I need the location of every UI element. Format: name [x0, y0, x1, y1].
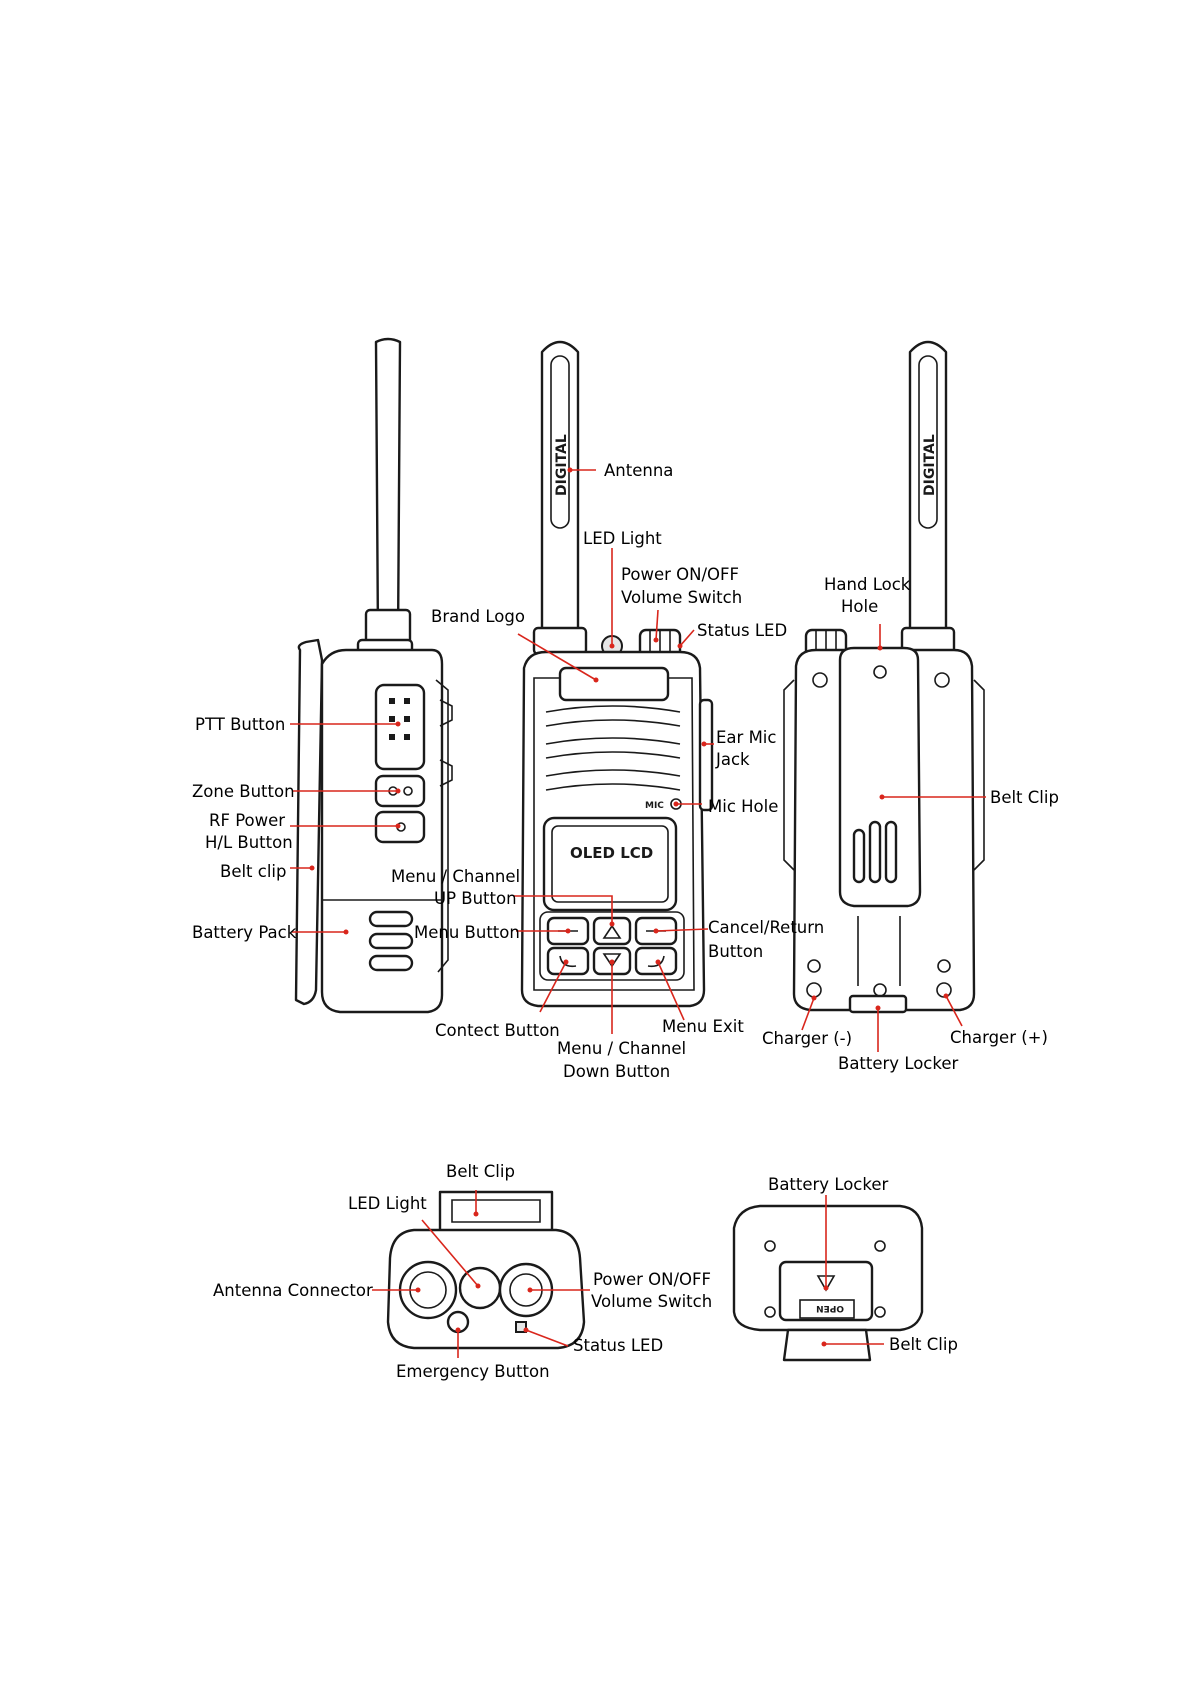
- label-menu-exit: Menu Exit: [662, 1017, 744, 1036]
- label-antenna-connector: Antenna Connector: [213, 1281, 373, 1300]
- label-rf-power-line2: H/L Button: [205, 833, 293, 852]
- label-battery-locker-back: Battery Locker: [838, 1054, 959, 1073]
- label-menu-up-line1: Menu / Channel: [391, 867, 520, 886]
- label-ear-mic-line2: Jack: [715, 750, 750, 769]
- label-cancel-return-line2: Button: [708, 942, 763, 961]
- label-menu-down-line1: Menu / Channel: [557, 1039, 686, 1058]
- label-charger-minus: Charger (-): [762, 1029, 852, 1048]
- back-view-drawing: DIGITAL: [783, 340, 985, 1014]
- label-antenna: Antenna: [604, 461, 673, 480]
- label-belt-clip-side: Belt clip: [220, 862, 286, 881]
- label-cancel-return-line1: Cancel/Return: [708, 918, 824, 937]
- label-top-belt-clip: Belt Clip: [446, 1162, 515, 1181]
- label-menu-up-line2: UP Button: [434, 889, 517, 908]
- front-view-drawing: DIGITAL MIC OLED LCD: [520, 340, 714, 1008]
- side-view-drawing: [294, 337, 453, 1014]
- label-menu-button: Menu Button: [414, 923, 520, 942]
- label-emergency-button: Emergency Button: [396, 1362, 550, 1381]
- label-bottom-battery-locker: Battery Locker: [768, 1175, 889, 1194]
- leader-lines: [290, 467, 986, 1358]
- label-top-power-volume-line1: Power ON/OFF: [593, 1270, 711, 1289]
- label-brand-logo: Brand Logo: [431, 607, 525, 626]
- label-bottom-belt-clip: Belt Clip: [889, 1335, 958, 1354]
- label-ear-mic-line1: Ear Mic: [716, 728, 776, 747]
- label-status-led: Status LED: [697, 621, 787, 640]
- label-power-volume-line1: Power ON/OFF: [621, 565, 739, 584]
- top-view-drawing: [386, 1190, 586, 1350]
- antenna-print: DIGITAL: [554, 434, 570, 496]
- label-belt-clip-back: Belt Clip: [990, 788, 1059, 807]
- label-menu-down-line2: Down Button: [563, 1062, 670, 1081]
- label-hand-lock-line1: Hand Lock: [824, 575, 911, 594]
- label-charger-plus: Charger (+): [950, 1028, 1048, 1047]
- label-rf-power-line1: RF Power: [209, 811, 285, 830]
- label-contact-button: Contect Button: [435, 1021, 560, 1040]
- label-top-power-volume-line2: Volume Switch: [591, 1292, 712, 1311]
- label-power-volume-line2: Volume Switch: [621, 588, 742, 607]
- label-top-status-led: Status LED: [573, 1336, 663, 1355]
- mic-print: MIC: [645, 801, 664, 811]
- back-antenna-print: DIGITAL: [922, 434, 938, 496]
- latch-print: OPEN: [816, 1303, 844, 1313]
- callout-labels: Antenna LED Light Power ON/OFF Volume Sw…: [192, 461, 1059, 1381]
- label-hand-lock-line2: Hole: [841, 597, 878, 616]
- label-battery-pack: Battery Pack: [192, 923, 297, 942]
- label-zone-button: Zone Button: [192, 782, 295, 801]
- oled-lcd-label: OLED LCD: [570, 844, 653, 862]
- label-mic-hole: Mic Hole: [708, 797, 778, 816]
- label-ptt-button: PTT Button: [195, 715, 285, 734]
- label-top-led-light: LED Light: [348, 1194, 427, 1213]
- label-led-light: LED Light: [583, 529, 662, 548]
- bottom-view-drawing: OPEN: [732, 1204, 924, 1362]
